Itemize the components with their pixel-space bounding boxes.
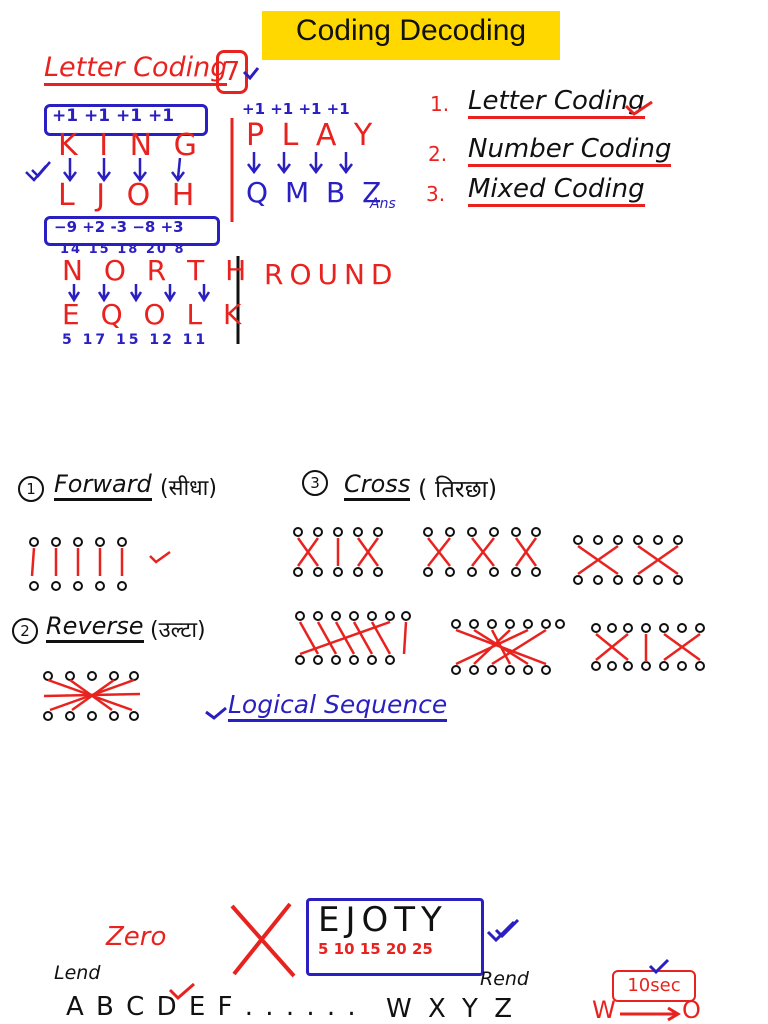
position-values: 5 17 15 12 11 bbox=[62, 332, 209, 348]
code-numbers: 5 10 15 20 25 bbox=[318, 940, 433, 958]
left-end-label: Lend bbox=[54, 962, 101, 984]
alphabet-end: W X Y Z bbox=[386, 994, 517, 1024]
pattern-number: 1 bbox=[18, 476, 44, 502]
code-word-box bbox=[306, 898, 484, 976]
arrow-end-letter: O bbox=[682, 996, 701, 1024]
type-number: 2. bbox=[428, 142, 448, 166]
right-end-label: Rend bbox=[480, 968, 529, 990]
pattern-hindi: ( तिरछा) bbox=[418, 475, 498, 503]
type-number: 1. bbox=[430, 92, 450, 116]
coded-word: Q M B Z bbox=[246, 176, 386, 209]
pattern-label: Reverse bbox=[46, 612, 144, 643]
shift-box bbox=[44, 216, 220, 246]
code-word: EJOTY bbox=[318, 900, 448, 940]
shift-box bbox=[44, 104, 208, 136]
type-label: Mixed Coding bbox=[468, 174, 645, 207]
source-word: K I N G bbox=[58, 128, 203, 163]
pattern-hindi: (उल्टा) bbox=[150, 618, 206, 643]
question-count-badge: 7 bbox=[216, 50, 248, 94]
coded-word: L J O H bbox=[58, 178, 201, 213]
coded-word: E Q O L K bbox=[62, 298, 248, 331]
pattern-number: 3 bbox=[302, 470, 328, 496]
arrow-start-letter: W bbox=[592, 996, 616, 1024]
pattern-label: Forward bbox=[54, 470, 152, 501]
answer-label: Ans bbox=[370, 196, 396, 212]
pattern-number: 2 bbox=[12, 618, 38, 644]
position-values: 14 15 18 20 8 bbox=[60, 242, 186, 257]
zero-label: Zero bbox=[106, 922, 167, 952]
shift-values: +1 +1 +1 +1 bbox=[52, 106, 175, 126]
source-word: P L A Y bbox=[246, 118, 377, 153]
example-word: ROUND bbox=[264, 258, 399, 291]
alphabet-start: A B C D E F . . . . . . bbox=[66, 992, 358, 1022]
logical-sequence-label: Logical Sequence bbox=[228, 690, 448, 722]
type-label: Number Coding bbox=[468, 134, 672, 167]
shift-values: +1 +1 +1 +1 bbox=[242, 100, 350, 118]
pattern-label: Cross bbox=[344, 470, 411, 501]
source-word: N O R T H bbox=[62, 254, 253, 287]
type-number: 3. bbox=[426, 182, 446, 206]
title-banner bbox=[262, 11, 560, 60]
letter-coding-heading: Letter Coding bbox=[44, 52, 228, 86]
pattern-hindi: (सीधा) bbox=[160, 476, 217, 501]
type-label: Letter Coding bbox=[468, 86, 645, 119]
page-title: Coding Decoding bbox=[295, 14, 527, 47]
shift-values: −9 +2 -3 −8 +3 bbox=[54, 218, 184, 236]
